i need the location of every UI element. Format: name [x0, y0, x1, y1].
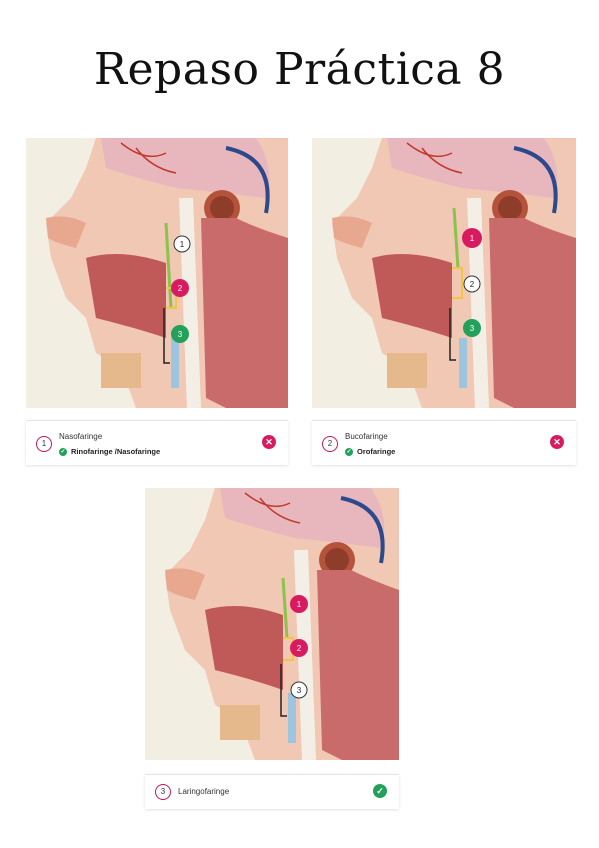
check-icon: ✓ [59, 448, 67, 457]
answer-row: 3 Laringofaringe ✓ [145, 774, 399, 809]
head-sagittal-section: 1 2 3 [26, 138, 288, 408]
anatomy-image: 1 2 3 [26, 138, 288, 408]
answer-number: 3 [155, 784, 171, 800]
quiz-card-2: 1 2 3 2 Bucofaringe ✓Orofaringe ✕ [312, 138, 576, 465]
head-sagittal-section: 1 2 3 [312, 138, 576, 408]
marker-label: 3 [470, 324, 475, 333]
answer-row: 1 Nasofaringe ✓Rinofaringe /Nasofaringe … [26, 420, 288, 465]
anatomy-image: 1 2 3 [312, 138, 576, 408]
marker-label: 3 [297, 686, 302, 695]
marker-label: 3 [178, 330, 183, 339]
marker-label: 2 [178, 284, 183, 293]
head-sagittal-section: 1 2 3 [145, 488, 399, 760]
answer-number: 2 [322, 436, 338, 452]
quiz-card-1: 1 2 3 1 Nasofaringe ✓Rinofaringe /Nasofa… [26, 138, 288, 465]
close-icon: ✕ [262, 435, 276, 449]
answer-label: Bucofaringe [345, 432, 388, 441]
marker-label: 2 [297, 644, 302, 653]
page-title: Repaso Práctica 8 [93, 44, 506, 95]
quiz-card-3: 1 2 3 3 Laringofaringe ✓ [145, 488, 399, 809]
marker-label: 2 [470, 280, 475, 289]
marker-label: 1 [180, 240, 185, 249]
answer-number: 1 [36, 436, 52, 452]
answer-row: 2 Bucofaringe ✓Orofaringe ✕ [312, 420, 576, 465]
close-icon: ✕ [550, 435, 564, 449]
marker-label: 1 [297, 600, 302, 609]
marker-label: 1 [470, 234, 475, 243]
answer-response: ✓Rinofaringe /Nasofaringe [59, 447, 161, 457]
answer-label: Laringofaringe [178, 787, 230, 796]
answer-label: Nasofaringe [59, 432, 103, 441]
check-icon: ✓ [373, 784, 387, 798]
answer-response: ✓Orofaringe [345, 447, 396, 457]
anatomy-image: 1 2 3 [145, 488, 399, 760]
check-icon: ✓ [345, 448, 353, 457]
